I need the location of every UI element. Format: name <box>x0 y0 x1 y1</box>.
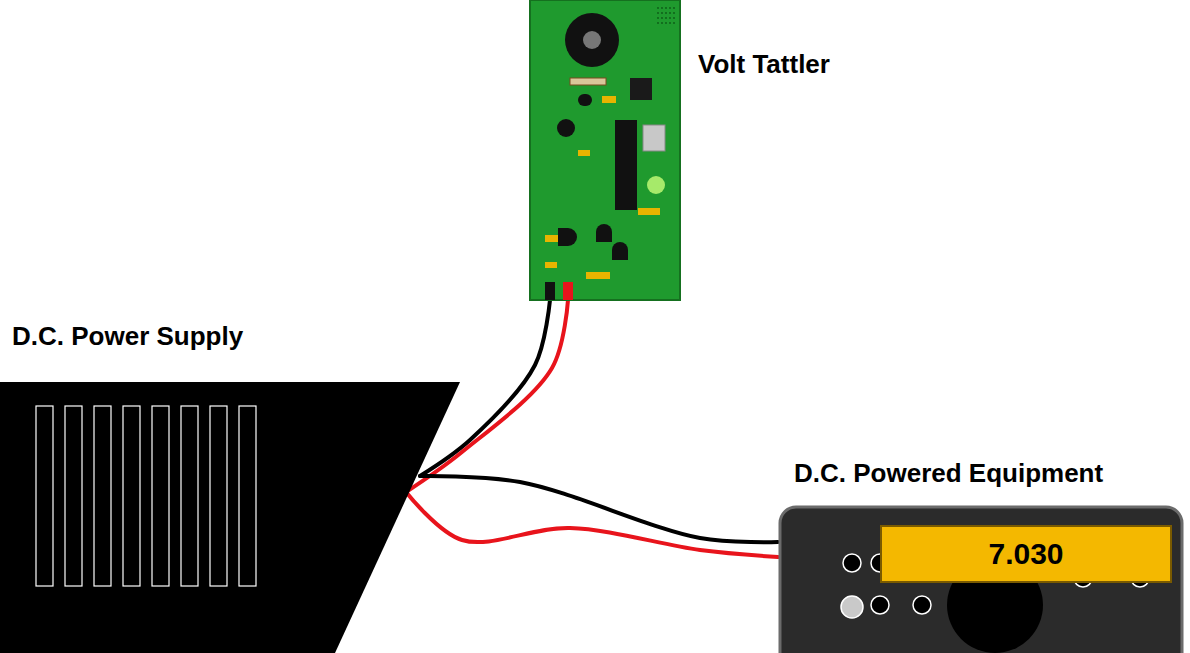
radio-equipment: 7.030D.C. Powered Equipment <box>778 505 1186 653</box>
pcb-dot <box>661 22 663 24</box>
pcb-dot <box>665 17 667 19</box>
buzzer <box>565 13 619 67</box>
pcb-board-outline <box>530 0 680 300</box>
vent-slot <box>123 406 140 586</box>
pcb-dot <box>669 12 671 14</box>
device-label: Volt Tattler <box>698 50 830 80</box>
control-button <box>871 596 889 614</box>
pcb-dot <box>673 12 675 14</box>
radio-case <box>780 507 1182 653</box>
pcb-dot <box>673 7 675 9</box>
pcb-dot <box>661 17 663 19</box>
psu-case <box>0 382 460 653</box>
pcb-dot <box>669 22 671 24</box>
pcb-dot <box>661 12 663 14</box>
frequency-readout: 7.030 <box>988 537 1063 571</box>
pcb-dot <box>669 7 671 9</box>
device-label: D.C. Powered Equipment <box>794 459 1103 489</box>
pcb-dot <box>657 12 659 14</box>
trimmer <box>557 119 575 137</box>
pcb-dot <box>657 17 659 19</box>
red-lead <box>563 282 573 300</box>
vent-slot <box>65 406 82 586</box>
capacitor <box>545 262 557 268</box>
regulator <box>558 228 577 246</box>
black-lead <box>545 282 555 300</box>
capacitor <box>638 208 660 215</box>
transistor <box>612 242 628 260</box>
pcb-dot <box>657 22 659 24</box>
pcb-dot <box>661 7 663 9</box>
frequency-display: 7.030 <box>880 525 1172 583</box>
vent-slot <box>152 406 169 586</box>
microcontroller <box>615 120 637 210</box>
push-button <box>643 125 665 151</box>
pcb-dot <box>669 17 671 19</box>
control-button <box>913 596 931 614</box>
led <box>647 176 665 194</box>
transistor <box>578 94 592 106</box>
power-supply: D.C. Power Supply <box>0 380 470 653</box>
header-pins <box>630 78 652 100</box>
control-button <box>843 554 861 572</box>
transistor <box>596 224 612 242</box>
resistor <box>570 78 606 85</box>
capacitor <box>578 150 590 156</box>
pcb-board: Volt Tattler <box>530 0 680 300</box>
pcb-dot <box>665 22 667 24</box>
pcb-dot <box>665 7 667 9</box>
pcb-dot <box>665 12 667 14</box>
power-supply-outline <box>0 380 470 653</box>
pcb-dot <box>657 7 659 9</box>
mic-connector <box>841 596 863 618</box>
pcb-board <box>530 0 680 300</box>
pcb-dot <box>673 22 675 24</box>
vent-slot <box>36 406 53 586</box>
capacitor <box>602 96 616 103</box>
capacitor <box>545 235 559 242</box>
vent-slot <box>94 406 111 586</box>
vent-slot <box>210 406 227 586</box>
pcb-dot <box>673 17 675 19</box>
vent-slot <box>181 406 198 586</box>
device-label: D.C. Power Supply <box>12 322 243 352</box>
capacitor <box>586 272 610 279</box>
red-wire <box>406 492 778 557</box>
buzzer-hole <box>583 31 601 49</box>
vent-slot <box>239 406 256 586</box>
